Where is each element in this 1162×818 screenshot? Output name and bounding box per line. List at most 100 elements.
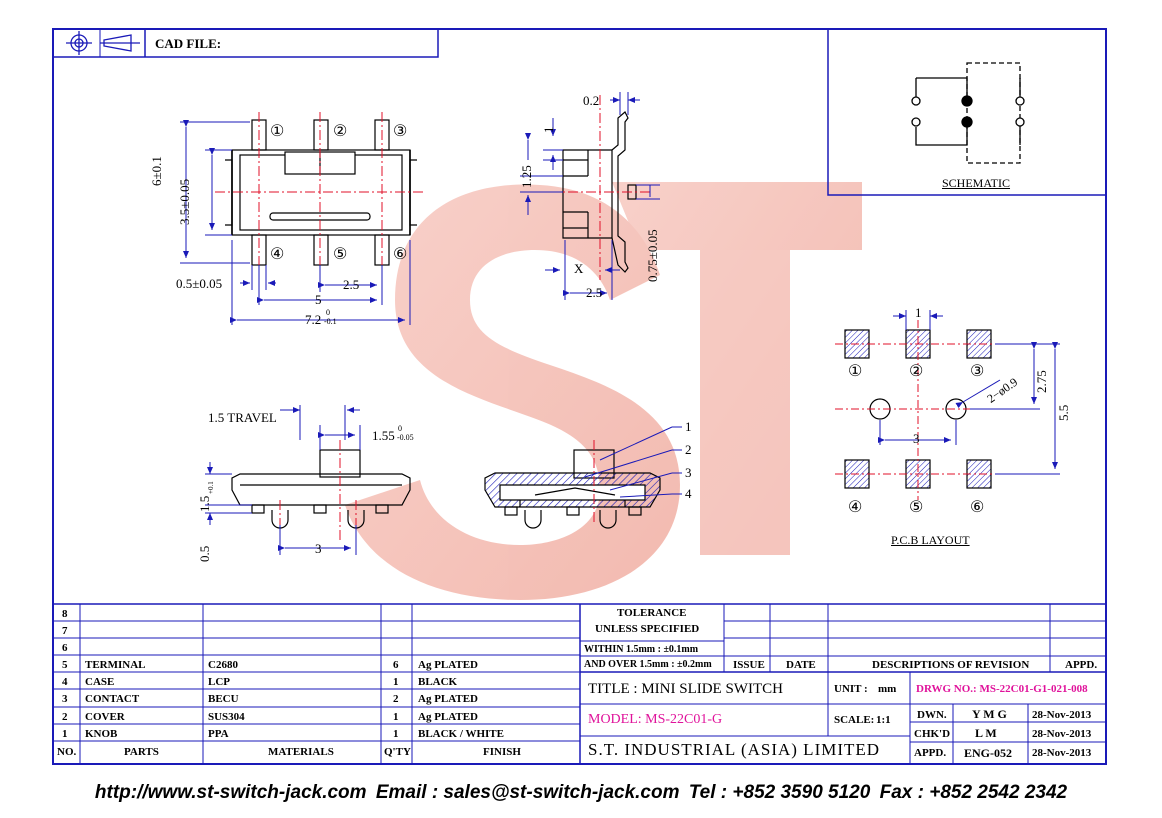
side-view-dimensions xyxy=(520,92,660,300)
pcb-dim-half-height: 2.75 xyxy=(1034,370,1049,393)
dim-height-inner: 3.5±0.05 xyxy=(177,178,192,225)
callout-2: 2 xyxy=(685,442,692,457)
appd-label: APPD. xyxy=(914,747,947,759)
pcb-layout-title: P.C.B LAYOUT xyxy=(891,533,970,547)
bom-finish: Ag PLATED xyxy=(418,711,478,723)
dim-length: 7.2 xyxy=(305,312,322,327)
drawing-title: TITLE : MINI SLIDE SWITCH xyxy=(588,681,783,697)
dim-side-pitch: 2.5 xyxy=(586,285,603,300)
scale-label: SCALE: xyxy=(834,714,875,726)
dim-height-total: 6±0.1 xyxy=(149,156,164,186)
dim-length-tol-lower: -0.1 xyxy=(324,317,337,326)
revision-issue-header: ISSUE xyxy=(733,659,765,671)
dwn-date: 28-Nov-2013 xyxy=(1032,709,1092,721)
pcb-pad-label-1: ① xyxy=(848,363,863,380)
bom-material: BECU xyxy=(208,693,239,705)
pin-label-3: ③ xyxy=(393,123,408,140)
pcb-pad-label-4: ④ xyxy=(848,499,863,516)
bom-finish: Ag PLATED xyxy=(418,693,478,705)
pcb-dim-height: 5.5 xyxy=(1056,404,1071,421)
dim-side-top: 0.2 xyxy=(583,93,600,108)
bom-header-parts: PARTS xyxy=(124,746,159,758)
dim-pin-width: 0.5±0.05 xyxy=(176,276,223,291)
dim-front-height: 1.5 xyxy=(197,495,212,512)
scale-value: 1:1 xyxy=(876,714,891,726)
bom-finish: BLACK / WHITE xyxy=(418,728,504,740)
drawing-number: DRWG NO.: MS-22C01-G1-021-008 xyxy=(916,683,1088,695)
pcb-dim-hole-span: 3 xyxy=(913,431,920,446)
callout-1: 1 xyxy=(685,419,692,434)
bom-qty: 1 xyxy=(393,676,399,688)
bom-part: TERMINAL xyxy=(85,659,146,671)
chkd-value: L M xyxy=(975,726,997,740)
tolerance-within: WITHIN 1.5mm : ±0.1mm xyxy=(584,644,699,655)
dwn-label: DWN. xyxy=(917,709,947,721)
fax-text: Fax : +852 2542 2342 xyxy=(879,782,1068,803)
bom-header-no: NO. xyxy=(57,746,77,758)
bom-material: SUS304 xyxy=(208,711,245,723)
pin-label-6: ⑥ xyxy=(393,246,408,263)
dim-knob-tol-upper: 0 xyxy=(398,424,402,433)
appd-date: 28-Nov-2013 xyxy=(1032,747,1092,759)
pcb-dim-pad: 1 xyxy=(915,305,922,320)
chkd-date: 28-Nov-2013 xyxy=(1032,728,1092,740)
dwn-value: Y M G xyxy=(972,707,1007,721)
bom-no: 1 xyxy=(62,728,68,740)
bom-qty: 1 xyxy=(393,711,399,723)
pcb-pad-label-5: ⑤ xyxy=(909,499,924,516)
bom-part: COVER xyxy=(85,711,125,723)
bom-material: PPA xyxy=(208,728,229,740)
front-view-centerlines xyxy=(279,440,357,540)
bom-row-6-no: 6 xyxy=(62,642,68,654)
tolerance-title: TOLERANCE xyxy=(617,607,687,619)
schematic-diagram xyxy=(911,62,1025,164)
pcb-pad-label-6: ⑥ xyxy=(970,499,985,516)
schematic-title: SCHEMATIC xyxy=(942,176,1011,190)
bom-no: 2 xyxy=(62,711,68,723)
bom-part: KNOB xyxy=(85,728,118,740)
revision-descriptions-header: DESCRIPTIONS OF REVISION xyxy=(872,659,1030,671)
revision-date-header: DATE xyxy=(786,659,816,671)
travel-label: 1.5 TRAVEL xyxy=(208,410,277,425)
dim-side-x: X xyxy=(574,261,584,276)
side-view xyxy=(562,111,637,273)
tolerance-over: AND OVER 1.5mm : ±0.2mm xyxy=(584,659,712,670)
schematic-box xyxy=(827,28,1107,196)
dim-knob-tol-lower: -0.05 xyxy=(397,433,414,442)
dim-pitch: 2.5 xyxy=(343,277,360,292)
pin-label-4: ④ xyxy=(270,246,285,263)
website-link[interactable]: http://www.st-switch-jack.com xyxy=(94,782,367,803)
bom-qty: 2 xyxy=(393,693,399,705)
bom-header-qty: Q'TY xyxy=(384,746,411,758)
bom-finish: Ag PLATED xyxy=(418,659,478,671)
drawing-model: MODEL: MS-22C01-G xyxy=(588,712,723,727)
projection-symbol-icon xyxy=(66,31,140,55)
pin-label-1: ① xyxy=(270,123,285,140)
dim-front-span: 3 xyxy=(315,541,322,556)
bom-no: 3 xyxy=(62,693,68,705)
cad-file-box xyxy=(52,28,439,58)
dim-span: 5 xyxy=(315,292,322,307)
bom-part: CASE xyxy=(85,676,115,688)
dim-leg: 0.5 xyxy=(197,545,212,562)
section-callout-leaders xyxy=(584,426,682,498)
side-view-centerlines xyxy=(550,95,650,280)
bom-part: CONTACT xyxy=(85,693,140,705)
bom-header-finish: FINISH xyxy=(483,746,521,758)
dim-side-one: 1 xyxy=(541,126,556,134)
bom-finish: BLACK xyxy=(418,676,458,688)
bom-material: LCP xyxy=(208,676,230,688)
tolerance-subtitle: UNLESS SPECIFIED xyxy=(595,623,700,635)
bom-no: 4 xyxy=(62,676,68,688)
unit-value: mm xyxy=(878,683,897,695)
email-link[interactable]: Email : sales@st-switch-jack.com xyxy=(375,782,680,803)
dim-front-height-tol-upper: +0.1 xyxy=(207,481,215,494)
bom-row-7-no: 7 xyxy=(62,625,68,637)
contact-footer: http://www.st-switch-jack.com Email : sa… xyxy=(0,782,1162,804)
unit-label: UNIT : xyxy=(834,683,868,695)
bom-material: C2680 xyxy=(208,659,238,671)
pcb-pad-label-3: ③ xyxy=(970,363,985,380)
bom-row-8-no: 8 xyxy=(62,608,68,620)
pcb-dimensions xyxy=(878,310,1060,475)
callout-3: 3 xyxy=(685,465,692,480)
